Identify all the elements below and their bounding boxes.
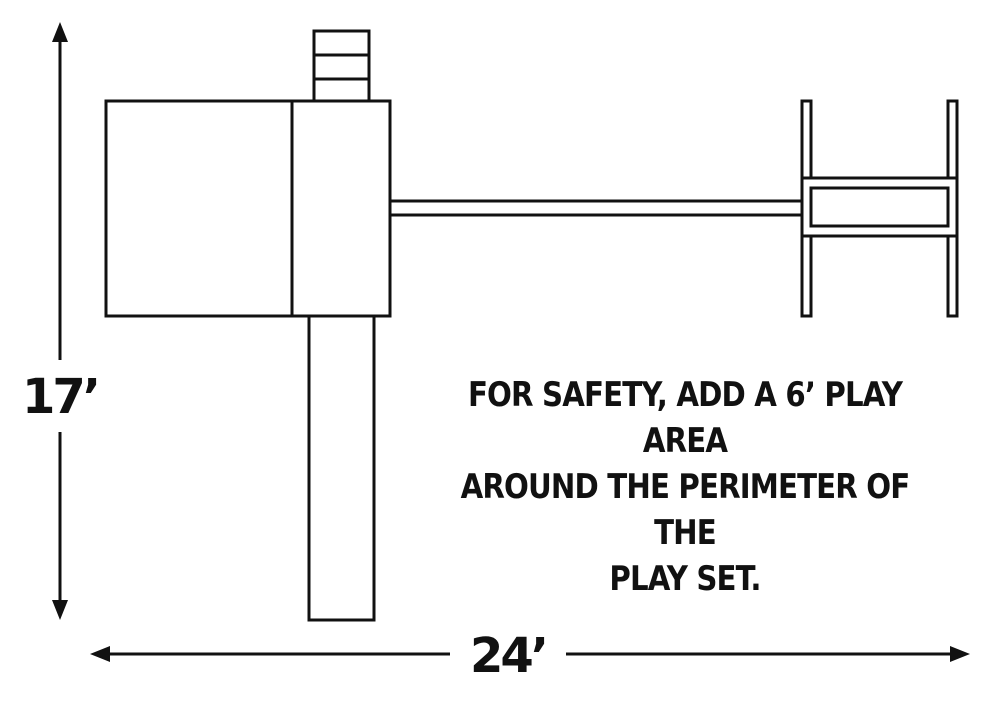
- a-frame-crossbar-inner: [809, 186, 950, 228]
- width-arrow-left-head: [90, 646, 110, 662]
- safety-note-line-2: AROUND THE PERIMETER OF THE: [460, 467, 911, 553]
- slide: [307, 314, 376, 622]
- playhouse-tower: [290, 99, 392, 318]
- playhouse-left-section: [104, 99, 294, 318]
- height-dimension: 17’: [22, 22, 101, 620]
- playhouse: [104, 99, 392, 318]
- ladder-frame: [312, 29, 371, 103]
- safety-note-line-3: PLAY SET.: [609, 559, 761, 599]
- ladder: [312, 29, 371, 103]
- width-arrow-right-head: [950, 646, 970, 662]
- height-label: 17’: [22, 369, 98, 425]
- swing-a-frame: [800, 99, 959, 318]
- width-label: 24’: [470, 628, 546, 684]
- safety-note-line-1: FOR SAFETY, ADD A 6’ PLAY AREA: [467, 375, 903, 461]
- swing-beam: [390, 199, 802, 217]
- height-arrow-bottom-head: [52, 600, 68, 620]
- safety-note: FOR SAFETY, ADD A 6’ PLAY AREA AROUND TH…: [444, 372, 926, 602]
- width-dimension: 24’: [90, 628, 970, 684]
- height-arrow-top-head: [52, 22, 68, 42]
